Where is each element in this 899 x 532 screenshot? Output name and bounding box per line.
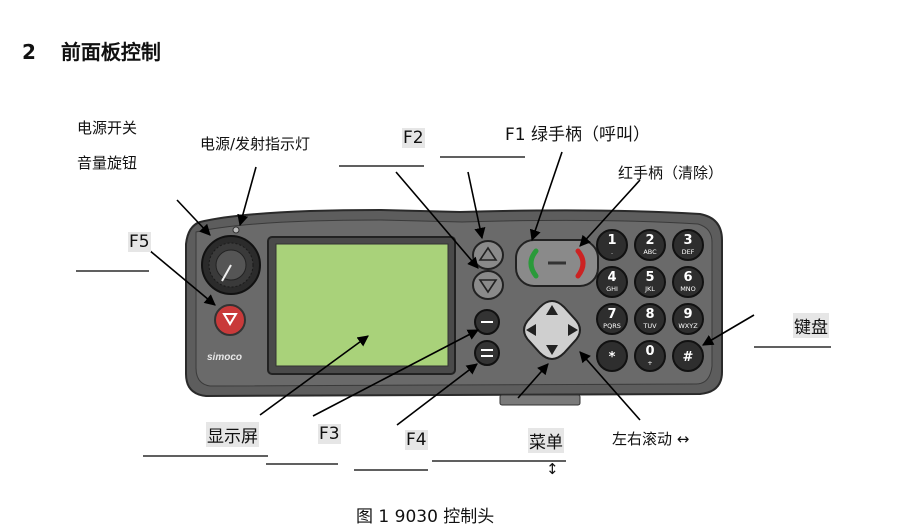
label-f2: F2 bbox=[402, 128, 425, 148]
keypad-key-letters: PQRS bbox=[603, 322, 621, 330]
keypad-key-cap[interactable] bbox=[596, 229, 628, 261]
keypad-key-letters: WXYZ bbox=[678, 322, 698, 330]
label-power-switch: 电源开关 bbox=[77, 119, 138, 137]
label-red-handset: 红手柄（清除） bbox=[618, 164, 724, 182]
keypad-key-main: 6 bbox=[683, 270, 692, 285]
label-display: 显示屏 bbox=[206, 422, 259, 447]
keypad-key-main: # bbox=[683, 350, 694, 365]
keypad-key[interactable]: 0+ bbox=[634, 340, 666, 372]
keypad-key-main: 1 bbox=[607, 233, 616, 248]
keypad-key-letters: . bbox=[611, 248, 613, 256]
power-tx-lamp bbox=[232, 226, 240, 234]
keypad-key-main: 4 bbox=[607, 270, 616, 285]
label-scroll-lr: 左右滚动 ↔ bbox=[612, 430, 690, 448]
nav-up-icon[interactable] bbox=[546, 305, 558, 315]
f3-button[interactable] bbox=[474, 309, 500, 335]
arrow-f4 bbox=[396, 363, 478, 426]
keypad-key-cap[interactable] bbox=[634, 229, 666, 261]
arrow-display bbox=[259, 335, 369, 416]
label-f1-green: F1 绿手柄（呼叫） bbox=[505, 125, 650, 145]
keypad-key-cap[interactable] bbox=[634, 340, 666, 372]
keypad-key-main: 9 bbox=[683, 307, 692, 322]
label-underlines bbox=[76, 156, 831, 471]
arrow-f5 bbox=[148, 249, 216, 306]
nav-right-icon[interactable] bbox=[568, 324, 578, 336]
keypad-key-letters: MNO bbox=[680, 285, 696, 293]
keypad-key-cap[interactable] bbox=[672, 266, 704, 298]
arrow-scroll bbox=[579, 351, 641, 421]
label-keypad: 键盘 bbox=[793, 313, 829, 338]
f2-down-button[interactable] bbox=[472, 270, 504, 300]
keypad-key-cap[interactable] bbox=[634, 266, 666, 298]
green-handset-icon[interactable] bbox=[528, 248, 539, 279]
arrow-red-handset bbox=[579, 179, 641, 247]
red-handset-icon[interactable] bbox=[575, 248, 586, 279]
keypad-key-main: * bbox=[609, 350, 616, 365]
keypad-key-main: 5 bbox=[645, 270, 654, 285]
handset-buttons bbox=[515, 239, 599, 287]
arrow-f3 bbox=[312, 329, 479, 417]
arrow-volume bbox=[176, 199, 211, 236]
keypad-key[interactable]: 1. bbox=[596, 229, 628, 261]
keypad-key-main: 8 bbox=[645, 307, 654, 322]
label-menu: 菜单 bbox=[528, 428, 564, 453]
keypad-key[interactable]: * bbox=[596, 340, 628, 372]
volume-knob[interactable] bbox=[201, 235, 261, 295]
nav-left-icon[interactable] bbox=[526, 324, 536, 336]
arrow-keypad bbox=[702, 314, 755, 346]
label-f3: F3 bbox=[318, 424, 341, 444]
keypad-key-letters: ABC bbox=[643, 248, 657, 256]
keypad-key-cap[interactable] bbox=[634, 303, 666, 335]
section-heading: 2 前面板控制 bbox=[22, 36, 161, 65]
label-scroll-ud: ↕ bbox=[546, 460, 559, 478]
keypad-key-main: 7 bbox=[607, 307, 616, 322]
keypad-key-cap[interactable] bbox=[596, 340, 628, 372]
display-screen bbox=[267, 236, 456, 375]
keypad-key-letters: + bbox=[647, 359, 652, 367]
keypad-key-cap[interactable] bbox=[596, 266, 628, 298]
keypad-key-cap[interactable] bbox=[672, 303, 704, 335]
arrow-lamp bbox=[237, 166, 257, 227]
label-power-tx-lamp: 电源/发射指示灯 bbox=[200, 135, 311, 153]
keypad-key-letters: DEF bbox=[682, 248, 695, 256]
arrow-f2-up bbox=[467, 171, 486, 240]
figure-caption: 图 1 9030 控制头 bbox=[356, 507, 495, 527]
label-f4: F4 bbox=[405, 430, 428, 450]
f4-button[interactable] bbox=[474, 340, 500, 366]
keypad-key-letters: JKL bbox=[644, 285, 655, 293]
keypad-key-main: 3 bbox=[683, 233, 692, 248]
nav-pad[interactable] bbox=[523, 300, 581, 360]
arrow-f1 bbox=[529, 151, 563, 242]
section-title: 前面板控制 bbox=[60, 40, 161, 64]
f5-button[interactable] bbox=[214, 304, 246, 336]
arrow-f2-down bbox=[395, 171, 479, 269]
keypad-key-cap[interactable] bbox=[672, 229, 704, 261]
keypad-key-main: 2 bbox=[645, 233, 654, 248]
keypad-key-main: 0 bbox=[645, 344, 654, 359]
callout-arrows bbox=[148, 151, 755, 426]
keypad-key-cap[interactable] bbox=[596, 303, 628, 335]
f2-up-button[interactable] bbox=[472, 240, 504, 270]
label-f5: F5 bbox=[128, 232, 151, 252]
nav-down-icon[interactable] bbox=[546, 345, 558, 355]
label-volume-knob: 音量旋钮 bbox=[77, 154, 138, 172]
arrow-menu bbox=[517, 363, 549, 399]
brand-logo: simoco bbox=[207, 352, 242, 363]
keypad-key-letters: GHI bbox=[606, 285, 618, 293]
keypad-key-letters: TUV bbox=[642, 322, 657, 330]
keypad-key-cap[interactable] bbox=[672, 340, 704, 372]
keypad-key[interactable]: # bbox=[672, 340, 704, 372]
section-number: 2 bbox=[22, 40, 36, 64]
